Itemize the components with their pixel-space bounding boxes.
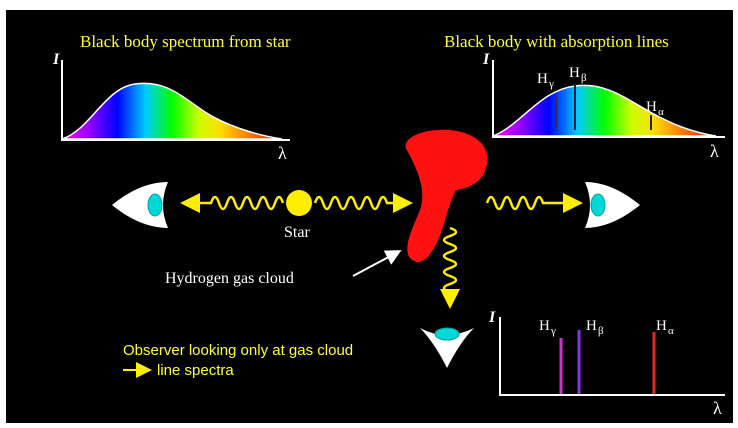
gas-cloud-icon (405, 129, 488, 262)
bottom-h-gamma-label: H γ (539, 318, 556, 337)
svg-text:β: β (598, 325, 604, 337)
right-h-beta-label: H β (569, 65, 587, 84)
svg-text:H: H (586, 318, 597, 334)
blackbody-curve (61, 82, 283, 140)
right-h-alpha-label: H α (646, 99, 664, 118)
svg-text:H: H (646, 99, 657, 115)
photon-wave-icon (313, 193, 413, 213)
left-panel-title: Black body spectrum from star (80, 32, 291, 51)
right-y-axis-label: I (482, 51, 490, 68)
observer-label: Observer looking only at gas cloud (123, 342, 353, 359)
svg-text:H: H (539, 318, 550, 334)
absorption-curve (492, 84, 717, 137)
bottom-h-alpha-label: H α (656, 318, 674, 337)
left-axes (61, 60, 290, 141)
svg-text:H: H (569, 65, 580, 81)
photon-wave-icon (440, 226, 460, 309)
observer-label-line-spectra: line spectra (157, 362, 234, 379)
eye-icon (585, 182, 640, 228)
star-icon (286, 190, 312, 216)
line-spectra-panel: I H γ H β H α λ (488, 309, 725, 418)
svg-text:H: H (537, 71, 548, 87)
svg-text:H: H (656, 318, 667, 334)
eye-icon (112, 182, 168, 228)
blackbody-spectrum-panel: Black body spectrum from star I λ (52, 32, 291, 163)
right-panel-title: Black body with absorption lines (444, 32, 669, 51)
star-label: Star (284, 224, 310, 241)
svg-text:β: β (581, 72, 587, 84)
svg-text:γ: γ (550, 325, 556, 337)
right-axes (492, 60, 725, 138)
bottom-h-beta-label: H β (586, 318, 604, 337)
svg-text:α: α (668, 325, 674, 337)
gas-cloud-label: Hydrogen gas cloud (165, 270, 294, 287)
right-h-gamma-label: H γ (537, 71, 554, 90)
left-y-axis-label: I (52, 51, 60, 68)
photon-wave-icon (180, 193, 285, 213)
bottom-axes (499, 317, 725, 396)
eye-icon (420, 327, 474, 368)
absorption-spectrum-panel: Black body with absorption lines I H γ H… (444, 32, 725, 161)
bottom-x-axis-label: λ (713, 398, 722, 418)
bottom-y-axis-label: I (488, 309, 496, 326)
arrow-icon (352, 250, 402, 277)
right-x-axis-label: λ (710, 141, 719, 161)
left-x-axis-label: λ (278, 143, 287, 163)
svg-text:γ: γ (548, 78, 554, 90)
svg-text:α: α (658, 106, 664, 118)
photon-wave-icon (485, 193, 583, 213)
